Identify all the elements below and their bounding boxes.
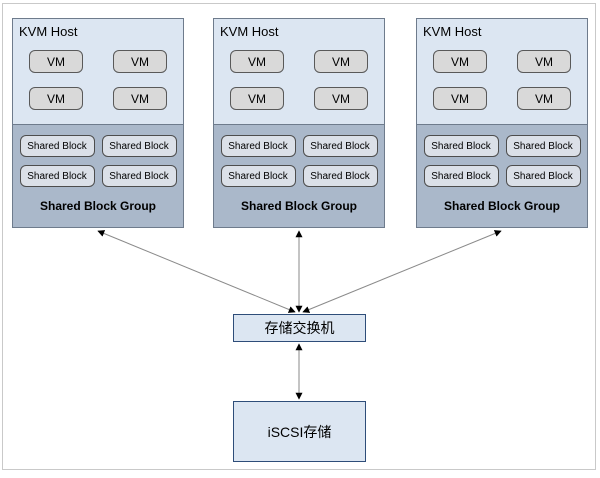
shared-block-group-section: Shared Block Shared Block Shared Block S… (417, 124, 587, 227)
shared-block-node: Shared Block (505, 165, 581, 187)
shared-block-grid: Shared Block Shared Block Shared Block S… (19, 135, 177, 187)
vm-node: VM (433, 50, 487, 73)
kvm-host-title: KVM Host (220, 24, 279, 39)
kvm-host-box-1: KVM Host VM VM VM VM Shared Block Shared… (12, 18, 184, 228)
shared-block-group-label: Shared Block Group (443, 199, 561, 213)
shared-block-group-section: Shared Block Shared Block Shared Block S… (13, 124, 183, 227)
vm-node: VM (29, 87, 83, 110)
vm-node: VM (230, 50, 284, 73)
vm-node: VM (230, 87, 284, 110)
shared-block-node: Shared Block (220, 135, 296, 157)
kvm-host-title: KVM Host (423, 24, 482, 39)
kvm-host-title: KVM Host (19, 24, 78, 39)
shared-block-node: Shared Block (101, 135, 177, 157)
vm-grid: VM VM VM VM (214, 50, 384, 110)
vm-node: VM (517, 87, 571, 110)
kvm-host-top-section: KVM Host VM VM VM VM (13, 19, 183, 124)
kvm-host-box-3: KVM Host VM VM VM VM Shared Block Shared… (416, 18, 588, 228)
shared-block-node: Shared Block (19, 165, 95, 187)
kvm-host-top-section: KVM Host VM VM VM VM (417, 19, 587, 124)
storage-switch-box: 存储交换机 (233, 314, 366, 342)
kvm-host-box-2: KVM Host VM VM VM VM Shared Block Shared… (213, 18, 385, 228)
shared-block-node: Shared Block (220, 165, 296, 187)
shared-block-node: Shared Block (302, 165, 378, 187)
vm-node: VM (113, 87, 167, 110)
shared-block-node: Shared Block (101, 165, 177, 187)
vm-node: VM (314, 87, 368, 110)
vm-node: VM (29, 50, 83, 73)
shared-block-node: Shared Block (423, 165, 499, 187)
vm-grid: VM VM VM VM (13, 50, 183, 110)
shared-block-node: Shared Block (19, 135, 95, 157)
storage-switch-label: 存储交换机 (264, 320, 335, 336)
shared-block-node: Shared Block (423, 135, 499, 157)
shared-block-node: Shared Block (505, 135, 581, 157)
vm-node: VM (314, 50, 368, 73)
kvm-host-top-section: KVM Host VM VM VM VM (214, 19, 384, 124)
iscsi-storage-box: iSCSI存储 (233, 401, 366, 462)
vm-node: VM (517, 50, 571, 73)
vm-node: VM (113, 50, 167, 73)
vm-grid: VM VM VM VM (417, 50, 587, 110)
shared-block-grid: Shared Block Shared Block Shared Block S… (220, 135, 378, 187)
shared-block-group-label: Shared Block Group (39, 199, 157, 213)
shared-block-grid: Shared Block Shared Block Shared Block S… (423, 135, 581, 187)
shared-block-group-label: Shared Block Group (240, 199, 358, 213)
shared-block-node: Shared Block (302, 135, 378, 157)
shared-block-group-section: Shared Block Shared Block Shared Block S… (214, 124, 384, 227)
iscsi-storage-label: iSCSI存储 (267, 423, 332, 440)
vm-node: VM (433, 87, 487, 110)
